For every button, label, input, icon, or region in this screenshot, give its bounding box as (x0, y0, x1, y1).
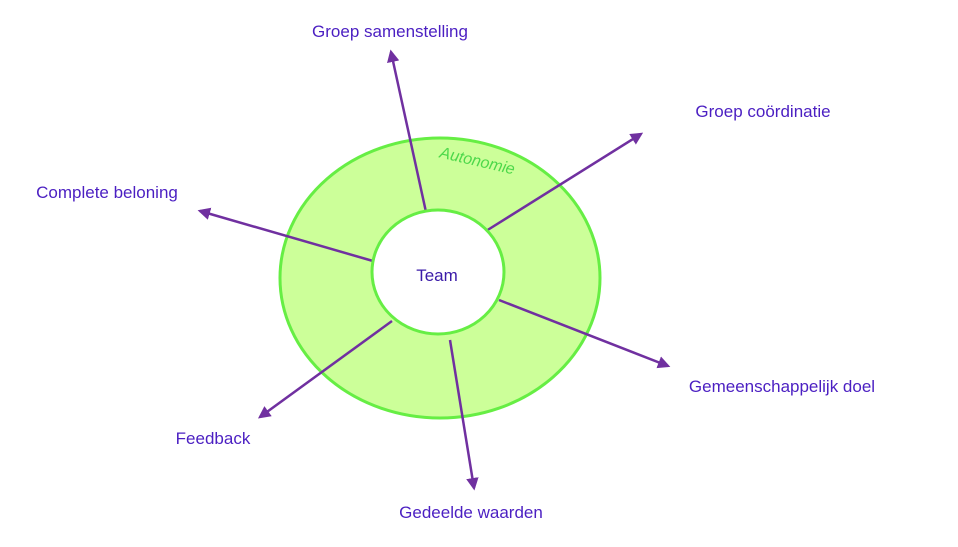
label-groep-samenstelling: Groep samenstelling (312, 22, 468, 41)
label-complete-beloning: Complete beloning (36, 183, 178, 202)
arrow-gedeelde-waarden (448, 339, 479, 491)
spoke-arrows (197, 49, 671, 491)
label-groep-coordinatie: Groep coördinatie (695, 102, 830, 121)
team-circle (370, 208, 506, 336)
arrow-complete-beloning (197, 207, 374, 263)
arrow-gemeenschappelijk-doel (498, 298, 671, 369)
center-label: Team (416, 266, 458, 285)
label-gedeelde-waarden: Gedeelde waarden (399, 503, 543, 522)
arrow-feedback (257, 319, 393, 419)
label-gemeenschappelijk-doel: Gemeenschappelijk doel (689, 377, 875, 396)
arrow-groep-samenstelling (387, 49, 428, 213)
label-feedback: Feedback (176, 429, 251, 448)
arrow-groep-coordinatie (485, 132, 644, 233)
